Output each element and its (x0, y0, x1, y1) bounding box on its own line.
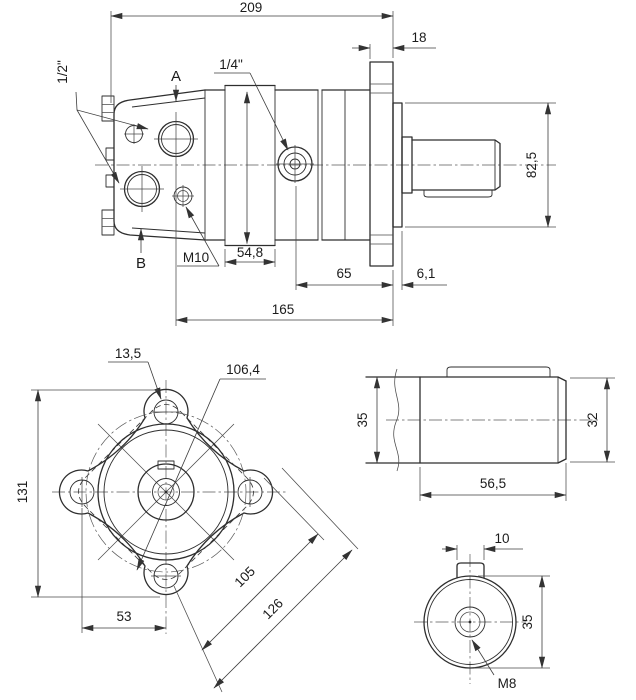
side-tab-upper (105, 147, 115, 161)
shaft-bore-circle (152, 478, 180, 506)
drain-port-hole (276, 145, 314, 183)
dim-key-width: 10 (442, 531, 523, 560)
bolt-hole-right (237, 477, 263, 507)
label-port-b: B (136, 228, 146, 272)
bolt-hole-top (151, 399, 181, 425)
dim-text-82-5: 82,5 (524, 152, 539, 178)
port-b-label-text: B (136, 255, 146, 272)
side-tab-lower (105, 174, 115, 188)
dim-flange-thickness: 18 (352, 30, 436, 59)
dim-text-165: 165 (272, 302, 295, 317)
dim-pilot-depth: 6,1 (401, 231, 447, 290)
label-port-thread: 1/2" (55, 60, 149, 184)
shaft-end-view: 10 35 M8 (414, 531, 550, 691)
shaft-key-top (446, 366, 551, 377)
m8-counterbore-circle (454, 606, 486, 638)
end-center-point (468, 620, 472, 624)
key-end-view (456, 562, 485, 579)
stud-thread-text: M10 (183, 250, 209, 265)
hidden-square-body (78, 404, 254, 580)
shaft-body (365, 366, 567, 472)
dim-end-shaft-diameter: 35 (474, 575, 550, 669)
shaft-key-side (423, 190, 493, 198)
port-end-housing (101, 89, 206, 241)
dim-text-209: 209 (240, 0, 263, 15)
dim-text-131: 131 (15, 481, 30, 504)
port-b-hole (120, 166, 164, 212)
shaft-end-inner-circle (427, 579, 513, 665)
m8-thread-circle (459, 611, 481, 633)
dim-flange-height: 131 (15, 389, 160, 598)
drain-thread-text: 1/4" (219, 57, 243, 72)
output-shaft (411, 139, 501, 198)
shaft-circle (137, 463, 195, 521)
hex-bolt-top (101, 95, 115, 122)
dim-text-126: 126 (260, 596, 287, 623)
dim-bolt-offset: 53 (81, 508, 167, 633)
label-stud-thread: M10 (177, 206, 220, 267)
shaft-step (401, 136, 413, 194)
hex-bolt-bottom (101, 209, 115, 236)
dim-shaft-length: 56,5 (419, 463, 567, 501)
dim-overall-length: 209 (110, 0, 394, 103)
bolt-hole-left (69, 477, 95, 507)
dim-bolt-hole-diameter: 13,5 (108, 346, 162, 400)
shaft-side-view: 35 32 56,5 (355, 366, 615, 501)
m10-stud-hole (172, 185, 194, 207)
dim-text-106-4: 106,4 (226, 362, 260, 377)
center-thread-text: M8 (498, 676, 517, 691)
dim-text-6-1: 6,1 (417, 266, 436, 281)
motor-body (204, 84, 371, 247)
center-point (164, 490, 168, 494)
key-slot-front (157, 460, 175, 470)
dim-pilot-diameter: 82,5 (405, 102, 556, 228)
mounting-flange (369, 61, 394, 267)
dim-text-35-end: 35 (520, 614, 535, 629)
label-port-a: A (171, 68, 181, 102)
pilot-circle (103, 429, 229, 555)
label-drain-thread: 1/4" (214, 57, 289, 151)
dim-text-105: 105 (232, 564, 259, 591)
dim-bolt-circle-diameter: 106,4 (136, 362, 266, 571)
dim-text-53: 53 (116, 609, 131, 624)
dim-text-32: 32 (585, 412, 600, 427)
break-line (393, 368, 400, 472)
dim-text-18: 18 (411, 30, 426, 45)
shaft-end-outer-circle (423, 575, 517, 669)
dim-ports-to-flange: 165 (175, 302, 394, 324)
dim-gerotor-width: 54,8 (224, 245, 276, 267)
bolt-hole-bottom (151, 563, 181, 589)
dim-drain-to-flange: 65 (295, 186, 394, 326)
dim-text-13-5: 13,5 (115, 346, 141, 361)
dim-text-54-8: 54,8 (237, 245, 263, 260)
port-a-label-text: A (171, 68, 181, 85)
dim-shaft-end-diameter: 32 (570, 377, 615, 463)
dim-across-flats: 105 (173, 477, 325, 693)
dim-text-56-5: 56,5 (480, 476, 506, 491)
flange-front-view: 13,5 106,4 131 53 105 (15, 346, 359, 693)
dim-text-65: 65 (336, 266, 351, 281)
port-thread-text: 1/2" (55, 60, 70, 84)
center-thread-circle (157, 483, 175, 501)
label-center-thread: M8 (471, 639, 517, 691)
dim-text-10: 10 (494, 531, 509, 546)
dim-text-35-side: 35 (355, 412, 370, 427)
motor-side-view: 209 18 82,5 54,8 65 (55, 0, 556, 326)
dim-shaft-diameter: 35 (355, 376, 381, 464)
